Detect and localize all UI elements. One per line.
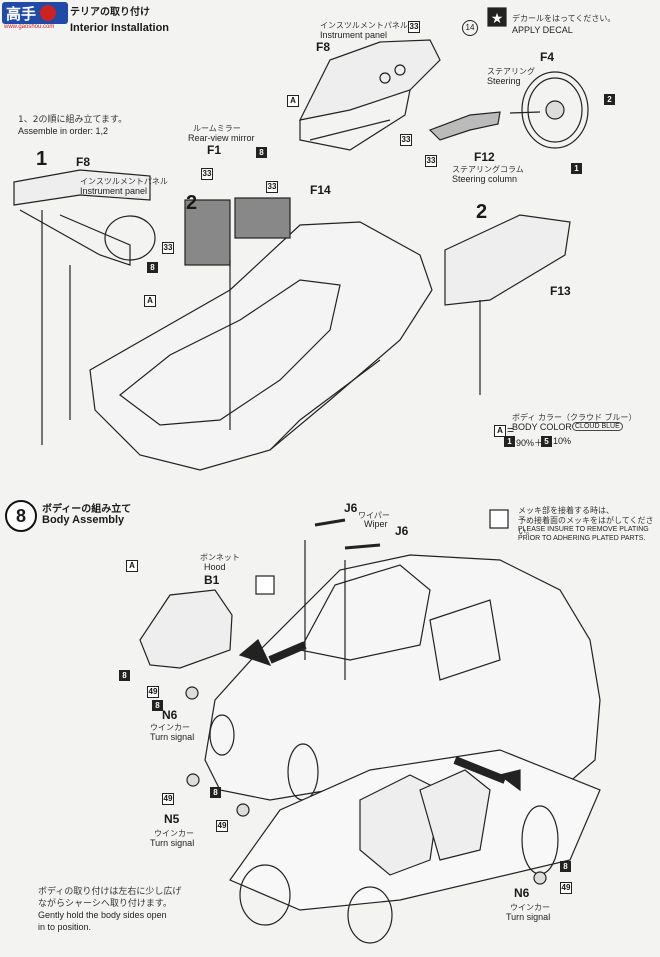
body-color-jp: ボディ カラー（クラウド ブルー）	[512, 413, 637, 422]
instrument-panel-jp: インスツルメントパネル	[80, 177, 168, 186]
svg-text:★: ★	[491, 11, 504, 27]
turn-signal-jp-3: ウインカー	[510, 903, 550, 912]
callout-49-n5b: 49	[216, 820, 228, 832]
plating-note-en2: PRIOR TO ADHERING PLATED PARTS.	[518, 535, 646, 542]
body-color-name: CLOUD BLUE	[572, 422, 623, 431]
color-mix-2: 10%	[553, 436, 572, 446]
order-note-jp: 1、2の順に組み立てます。	[18, 115, 128, 125]
column-en: Steering column	[452, 174, 518, 184]
order-note-en: Assemble in order: 1,2	[18, 126, 109, 136]
watermark-url: www.gaoshou.com	[4, 24, 55, 30]
part-j6-bottom: J6	[395, 524, 409, 538]
callout-33-column: 33	[425, 155, 437, 167]
turn-signal-jp-1: ウインカー	[150, 723, 190, 732]
watermark-logo-graphic	[2, 2, 68, 24]
mirror-jp: ルームミラー	[193, 124, 241, 133]
callout-a-body: A	[144, 295, 156, 307]
watermark-title: 高手	[6, 5, 37, 23]
callout-a-top: A	[287, 95, 299, 107]
plating-note-en1: PLEASE INSURE TO REMOVE PLATING	[518, 526, 649, 533]
instrument-panel-jp-top: インスツルメントパネル	[320, 21, 408, 30]
callout-33-mirror: 33	[201, 168, 213, 180]
turn-signal-en-3: Turn signal	[506, 912, 551, 922]
part-j6-top: J6	[344, 501, 358, 515]
color-mix-2-no: 5	[541, 436, 552, 447]
turn-signal-en-2: Turn signal	[150, 838, 195, 848]
interior-title-jp: テリアの取り付け	[70, 7, 150, 18]
callout-a-hood: A	[126, 560, 138, 572]
callout-49-n6-rear: 49	[560, 882, 572, 894]
step-2-label-f13: 2	[476, 201, 488, 223]
callout-49-n5: 49	[162, 793, 174, 805]
callout-33-f14: 33	[266, 181, 278, 193]
callout-33-mid: 33	[400, 134, 412, 146]
body-note-en1: Gently hold the body sides open	[38, 910, 167, 920]
mirror-en: Rear-view mirror	[188, 133, 255, 143]
column-jp: ステアリングコラム	[452, 165, 524, 174]
part-f8-top: F8	[316, 40, 331, 54]
color-mix-1-no: 1	[504, 436, 515, 447]
decal-note-jp: デカールをはってください。	[512, 14, 616, 23]
watermark-logo: 高手 www.gaoshou.com	[2, 2, 68, 30]
callout-8-mirror: 8	[256, 147, 267, 158]
color-callout-a: A	[494, 425, 506, 437]
hood-en: Hood	[204, 562, 226, 572]
body-assembly-title-en: Body Assembly	[42, 514, 125, 526]
callout-1-steering: 1	[571, 163, 582, 174]
callout-2-steering: 2	[604, 94, 615, 105]
callout-8-n6: 8	[152, 700, 163, 711]
color-equals: =	[507, 423, 515, 437]
plating-note-jp1: メッキ部を接着する時は、	[518, 506, 614, 515]
part-n5: N5	[164, 812, 180, 826]
step-2-label-body: 2	[186, 192, 198, 214]
callout-8-hood: 8	[119, 670, 130, 681]
part-f14: F14	[310, 183, 331, 197]
color-mix-1: 90%＋	[516, 438, 544, 448]
part-f12: F12	[474, 150, 495, 164]
part-f8-step1: F8	[76, 155, 91, 169]
interior-title-en: Interior Installation	[70, 22, 170, 34]
steering-en: Steering	[487, 76, 521, 86]
instrument-panel-en: Instrument panel	[80, 186, 148, 196]
part-f4: F4	[540, 50, 555, 64]
body-assembly-title-jp: ボディーの組み立て	[42, 504, 132, 515]
turn-signal-en-1: Turn signal	[150, 732, 195, 742]
callout-8-panel: 8	[147, 262, 158, 273]
hood-jp: ボンネット	[200, 553, 240, 562]
callout-33-panel: 33	[162, 242, 174, 254]
part-f13: F13	[550, 284, 571, 298]
callout-8-n6-rear: 8	[560, 861, 571, 872]
part-b1: B1	[204, 573, 220, 587]
body-note-en2: in to position.	[38, 922, 92, 932]
turn-signal-jp-2: ウインカー	[154, 829, 194, 838]
callout-33-top: 33	[408, 21, 420, 33]
step-1-label: 1	[36, 148, 48, 170]
steering-jp: ステアリング	[487, 67, 535, 76]
decal-number: 14	[462, 20, 478, 36]
part-n6-front: N6	[162, 708, 178, 722]
wiper-jp: ワイパー	[358, 511, 390, 520]
body-note-jp1: ボディの取り付けは左右に少し広げ	[38, 887, 182, 897]
part-f1: F1	[207, 143, 222, 157]
instrument-panel-en-top: Instrument panel	[320, 30, 388, 40]
wiper-en: Wiper	[364, 519, 388, 529]
callout-49-n6: 49	[147, 686, 159, 698]
part-n6-rear: N6	[514, 886, 530, 900]
plating-note-jp2: 予め接着面のメッキをはがしてください。	[518, 516, 654, 536]
body-note-jp2: ながらシャーシへ取り付けます。	[38, 899, 172, 909]
callout-8-n5: 8	[210, 787, 221, 798]
decal-note-en: APPLY DECAL	[512, 25, 573, 35]
step-8-badge: 8	[5, 500, 37, 532]
body-color-en: BODY COLOR	[512, 422, 572, 432]
